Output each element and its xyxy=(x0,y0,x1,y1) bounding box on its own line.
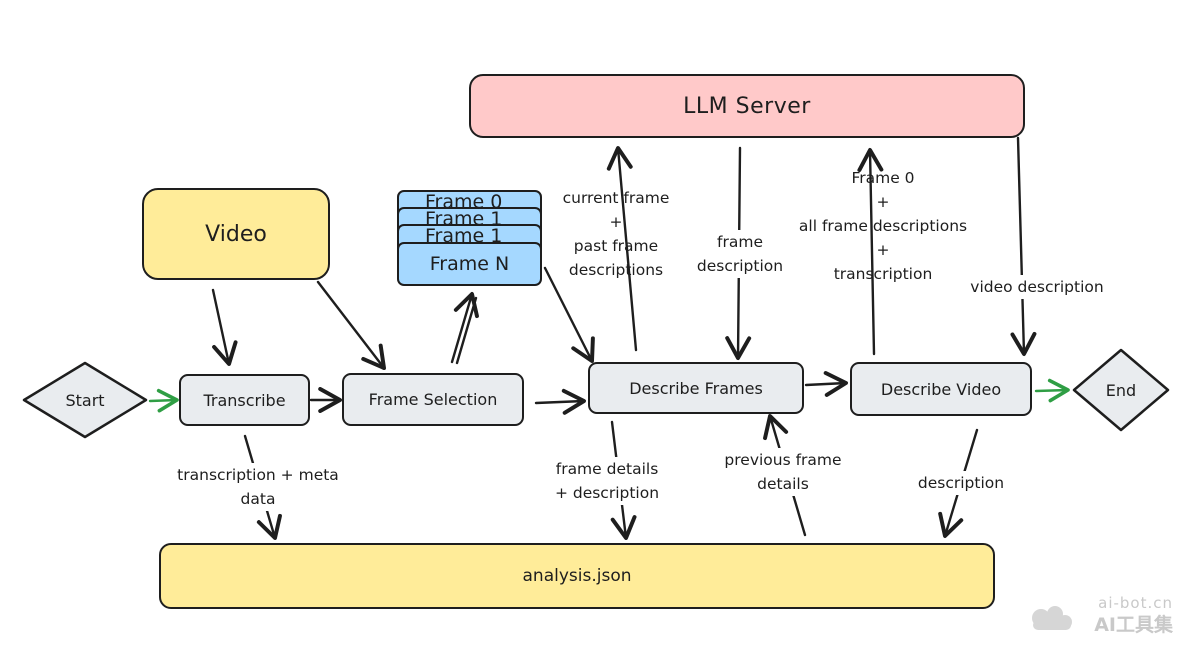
label-frame-description: frame description xyxy=(684,230,796,278)
arrow-describeframes-llm xyxy=(606,146,638,352)
describe-video-label: Describe Video xyxy=(880,379,1002,399)
frame-n-label: Frame N xyxy=(429,253,510,275)
arrow-llm-end xyxy=(1010,136,1037,356)
end-label: End xyxy=(1105,380,1137,400)
transcribe-node: Transcribe xyxy=(179,374,310,426)
arrow-framestack-describeframes xyxy=(543,266,595,363)
video-label: Video xyxy=(205,221,267,247)
llm-server-label: LLM Server xyxy=(683,93,811,119)
start-diamond xyxy=(22,361,148,439)
analysis-json-label: analysis.json xyxy=(522,566,632,586)
end-diamond xyxy=(1072,348,1170,432)
llm-server-node: LLM Server xyxy=(469,74,1025,138)
video-node: Video xyxy=(142,188,330,280)
analysis-json-node: analysis.json xyxy=(159,543,995,609)
describe-frames-label: Describe Frames xyxy=(629,378,763,398)
watermark: ai-bot.cn AI工具集 xyxy=(1094,592,1173,636)
describe-video-node: Describe Video xyxy=(850,362,1032,416)
arrow-video-transcribe xyxy=(211,288,238,366)
label-current-frame: current frame + past frame descriptions xyxy=(562,189,670,279)
arrow-start-transcribe xyxy=(148,388,179,413)
arrow-describevideo-end xyxy=(1034,378,1070,403)
frame-selection-label: Frame Selection xyxy=(368,390,498,409)
describe-frames-node: Describe Frames xyxy=(588,362,804,414)
arrow-video-frameselection xyxy=(316,280,386,370)
label-description: description xyxy=(904,471,1018,495)
label-transcription-meta: transcription + meta data xyxy=(160,463,356,511)
frame-selection-node: Frame Selection xyxy=(342,373,524,426)
watermark-logo-icon xyxy=(1032,606,1072,630)
watermark-line1: ai-bot.cn xyxy=(1098,594,1173,612)
label-previous-frame-details: previous frame details xyxy=(712,448,854,496)
label-frame-details: frame details + description xyxy=(540,457,674,505)
watermark-line2: AI工具集 xyxy=(1094,614,1173,636)
arrow-describevideo-llm xyxy=(857,148,884,356)
arrow-describeframes-describevideo xyxy=(804,371,848,397)
transcribe-label: Transcribe xyxy=(203,390,286,410)
label-frame0-all: Frame 0 + all frame descriptions + trans… xyxy=(798,169,968,283)
start-label: Start xyxy=(65,390,105,410)
label-video-description: video description xyxy=(954,275,1120,299)
arrow-frameselection-describeframes xyxy=(534,388,586,415)
arrow-frameselection-framestack xyxy=(450,292,479,364)
frame-card-n: Frame N xyxy=(397,242,542,286)
